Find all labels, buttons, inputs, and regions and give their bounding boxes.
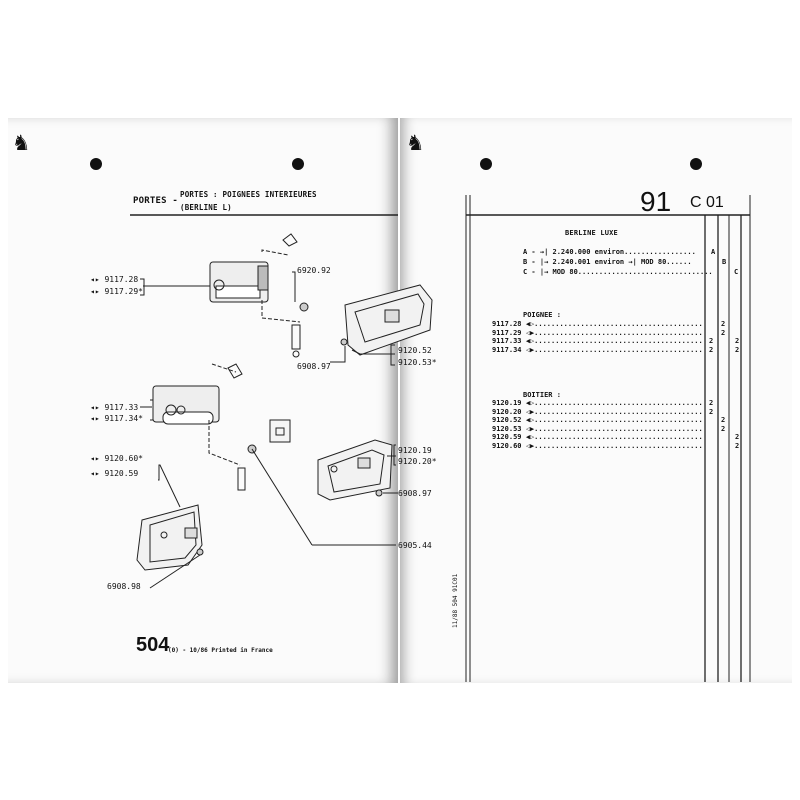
part-ref: 9117.28 xyxy=(492,320,522,328)
part-ref: 9120.52 xyxy=(492,416,522,424)
part-callout: ◂▸ 9117.28 xyxy=(90,275,139,284)
direction-dots: ◁▶......................................… xyxy=(525,345,703,354)
part-callout: ◂▸ 9117.29* xyxy=(90,287,143,296)
group-title: BOITIER : xyxy=(523,391,561,399)
part-row: 9120.59 ◀▷..............................… xyxy=(492,433,703,441)
direction-dots: ◀▷......................................… xyxy=(525,337,703,345)
variant-c: C - |→ MOD 80...........................… xyxy=(523,268,713,276)
variant-mark: B xyxy=(722,258,727,266)
part-callout: 9120.20* xyxy=(398,457,437,466)
page-title: PORTES : POIGNEES INTERIEURES xyxy=(180,190,317,199)
part-ref: 9120.53 xyxy=(492,424,522,433)
part-ref: 9120.59 xyxy=(492,433,522,441)
quantity: 2 xyxy=(735,441,740,450)
punch-hole xyxy=(292,158,304,170)
footer-text: (0) - 10/86 Printed in France xyxy=(168,647,273,654)
page-code: C 01 xyxy=(690,194,724,211)
part-callout: 6908.97 xyxy=(398,489,432,498)
direction-dots: ◀▷......................................… xyxy=(525,399,703,407)
part-row: 9117.29 ◁▶..............................… xyxy=(492,329,703,337)
quantity: 2 xyxy=(709,399,714,407)
part-callout: ◂▸ 9120.59 xyxy=(90,469,139,478)
part-row: 9117.33 ◀▷..............................… xyxy=(492,337,703,345)
direction-dots: ◁▶......................................… xyxy=(525,328,703,337)
part-ref: 9117.34 xyxy=(492,345,522,354)
quantity: 2 xyxy=(735,337,740,345)
direction-dots: ◀▷......................................… xyxy=(525,433,703,441)
part-row: 9117.34 ◁▶..............................… xyxy=(492,346,703,354)
quantity: 2 xyxy=(735,345,740,354)
variant-a: A - →| 2.240.000 environ................… xyxy=(523,248,696,256)
page-subtitle: (BERLINE L) xyxy=(180,203,232,212)
part-callout: ◂▸ 9117.33 xyxy=(90,403,139,412)
quantity: 2 xyxy=(735,433,740,441)
punch-hole xyxy=(690,158,702,170)
part-callout: 6920.92 xyxy=(297,266,331,275)
part-callout: 9120.53* xyxy=(398,358,437,367)
direction-dots: ◀▷......................................… xyxy=(525,416,703,424)
quantity: 2 xyxy=(721,328,726,337)
part-callout: 9120.52 xyxy=(398,346,432,355)
part-callout: ◂▸ 9120.60* xyxy=(90,454,143,463)
direction-dots: ◁▶......................................… xyxy=(525,407,703,416)
right-page xyxy=(400,118,792,683)
quantity: 2 xyxy=(721,424,726,433)
part-row: 9117.28 ◀▷..............................… xyxy=(492,320,703,328)
footer-model: 504 xyxy=(136,634,170,656)
variant-b: B - |→ 2.240.001 environ →| MOD 80...... xyxy=(523,258,692,266)
part-callout: 6905.44 xyxy=(398,541,432,550)
part-ref: 9120.60 xyxy=(492,441,522,450)
table-heading: BERLINE LUXE xyxy=(565,229,618,237)
margin-note: 11/88 504 91C01 xyxy=(452,573,459,628)
part-row: 9120.52 ◀▷..............................… xyxy=(492,416,703,424)
page-number: 91 xyxy=(640,186,672,217)
part-row: 9120.53 ◁▶..............................… xyxy=(492,425,703,433)
quantity: 2 xyxy=(721,320,726,328)
part-ref: 9120.20 xyxy=(492,407,522,416)
part-row: 9120.60 ◁▶..............................… xyxy=(492,442,703,450)
part-callout: 6908.98 xyxy=(107,582,141,591)
part-callout: 6908.97 xyxy=(297,362,331,371)
part-callout: 9120.19 xyxy=(398,446,432,455)
quantity: 2 xyxy=(709,407,714,416)
punch-hole xyxy=(90,158,102,170)
part-ref: 9120.19 xyxy=(492,399,522,407)
direction-dots: ◀▷......................................… xyxy=(525,320,703,328)
part-row: 9120.19 ◀▷..............................… xyxy=(492,399,703,407)
direction-dots: ◁▶......................................… xyxy=(525,424,703,433)
section-label: PORTES - xyxy=(133,196,178,206)
part-callout: ◂▸ 9117.34* xyxy=(90,414,143,423)
variant-mark: A xyxy=(711,248,716,256)
peugeot-lion-logo: ♞ xyxy=(14,128,29,156)
punch-hole xyxy=(480,158,492,170)
part-ref: 9117.29 xyxy=(492,328,522,337)
quantity: 2 xyxy=(709,345,714,354)
group-title: POIGNEE : xyxy=(523,311,561,319)
part-ref: 9117.33 xyxy=(492,337,522,345)
quantity: 2 xyxy=(721,416,726,424)
quantity: 2 xyxy=(709,337,714,345)
variant-mark: C xyxy=(734,268,739,276)
direction-dots: ◁▶......................................… xyxy=(525,441,703,450)
part-row: 9120.20 ◁▶..............................… xyxy=(492,408,703,416)
peugeot-lion-logo: ♞ xyxy=(408,128,423,156)
